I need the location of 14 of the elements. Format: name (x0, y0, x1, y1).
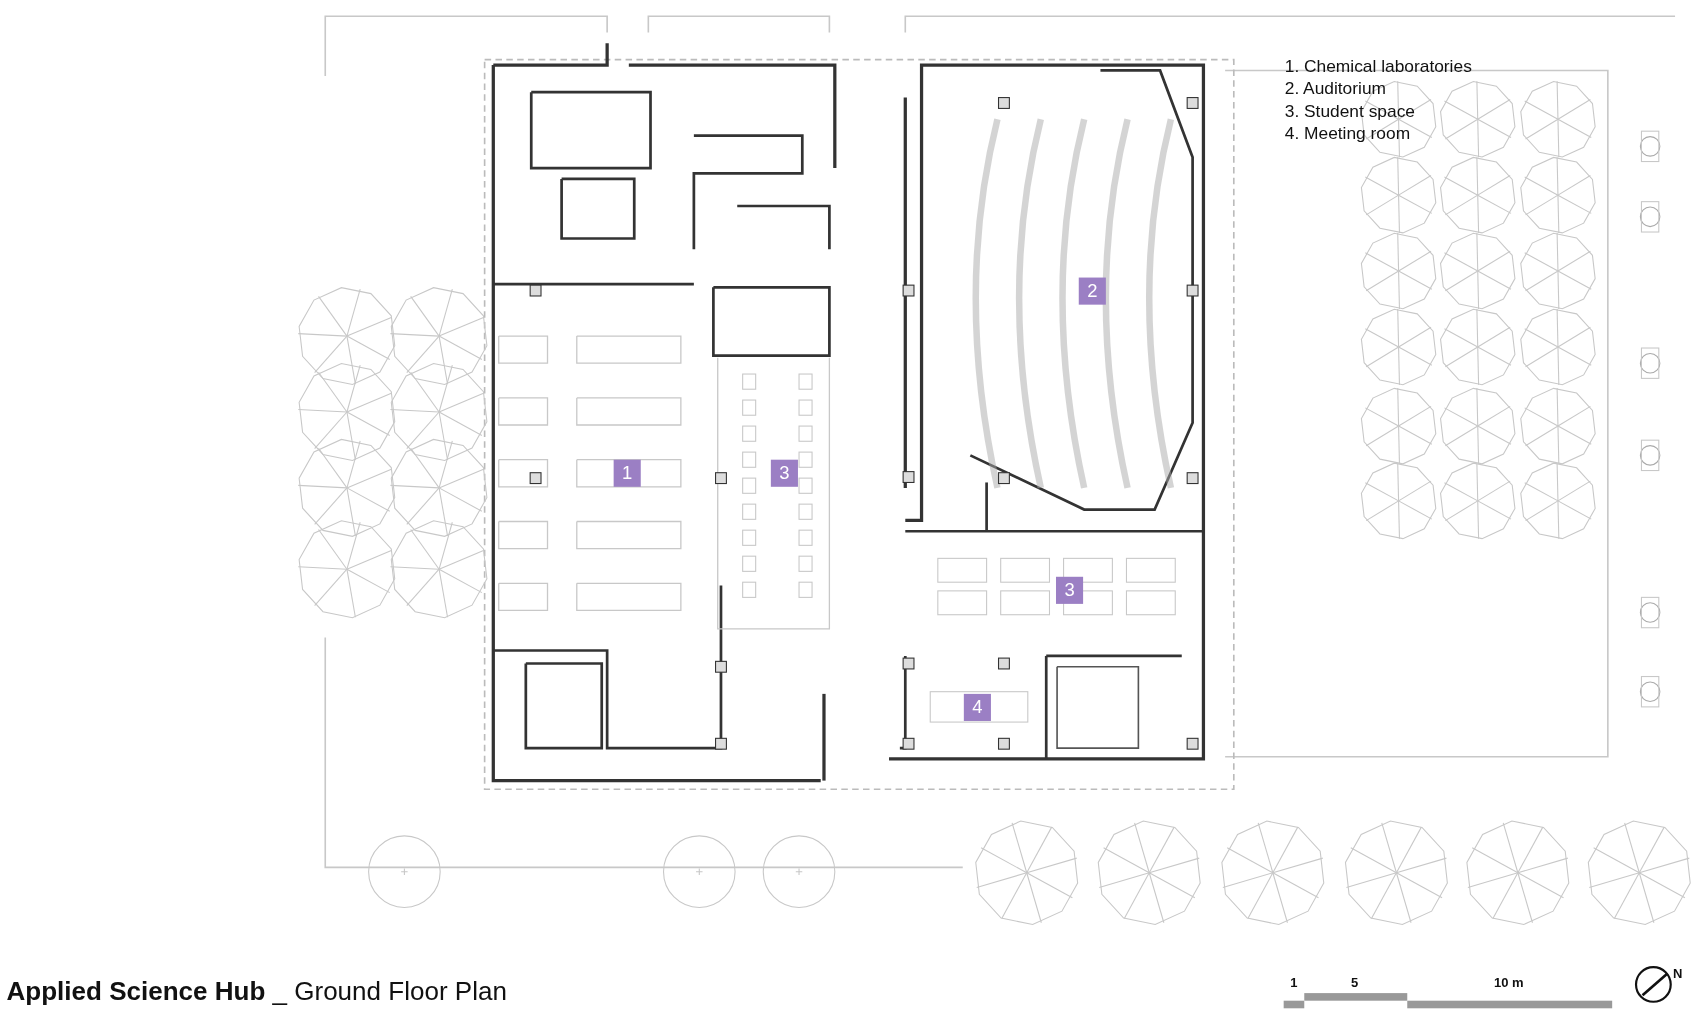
legend-text: 2. Auditorium (1284, 79, 1386, 99)
legend-text: 1. Chemical laboratories (1284, 56, 1472, 76)
legend-text: 4. Meeting room (1284, 123, 1411, 144)
room-number: 2 (1078, 277, 1106, 305)
plan-title: Applied Science Hub _ Ground Floor Plan (6, 975, 507, 1007)
room-number: 3 (770, 459, 798, 487)
scale-label: 5 (1350, 974, 1359, 990)
room-number: 1 (613, 459, 641, 487)
room-number: 3 (1056, 576, 1084, 604)
scale-label: 1 (1290, 974, 1298, 990)
scale-label: 10 m (1494, 974, 1524, 990)
room-number: 4 (963, 693, 991, 721)
north-label: N (1672, 966, 1683, 982)
legend-text: 3. Student space (1284, 101, 1415, 122)
